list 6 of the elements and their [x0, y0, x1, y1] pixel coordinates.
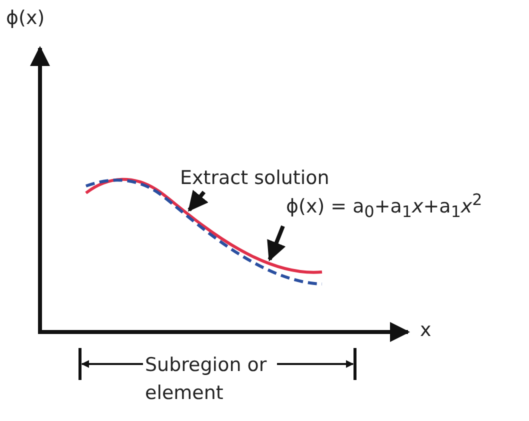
axis-label: ϕ(x): [6, 6, 45, 30]
leader-arrow: [188, 190, 208, 212]
leader-arrow: [267, 225, 286, 262]
formula: ϕ(x) = a$_{0}$+a$_{1}$x+a$_{1}$x$^{2}$: [286, 188, 482, 224]
axis-label: x: [420, 318, 432, 342]
annotation-text: Extract solution: [180, 166, 330, 190]
